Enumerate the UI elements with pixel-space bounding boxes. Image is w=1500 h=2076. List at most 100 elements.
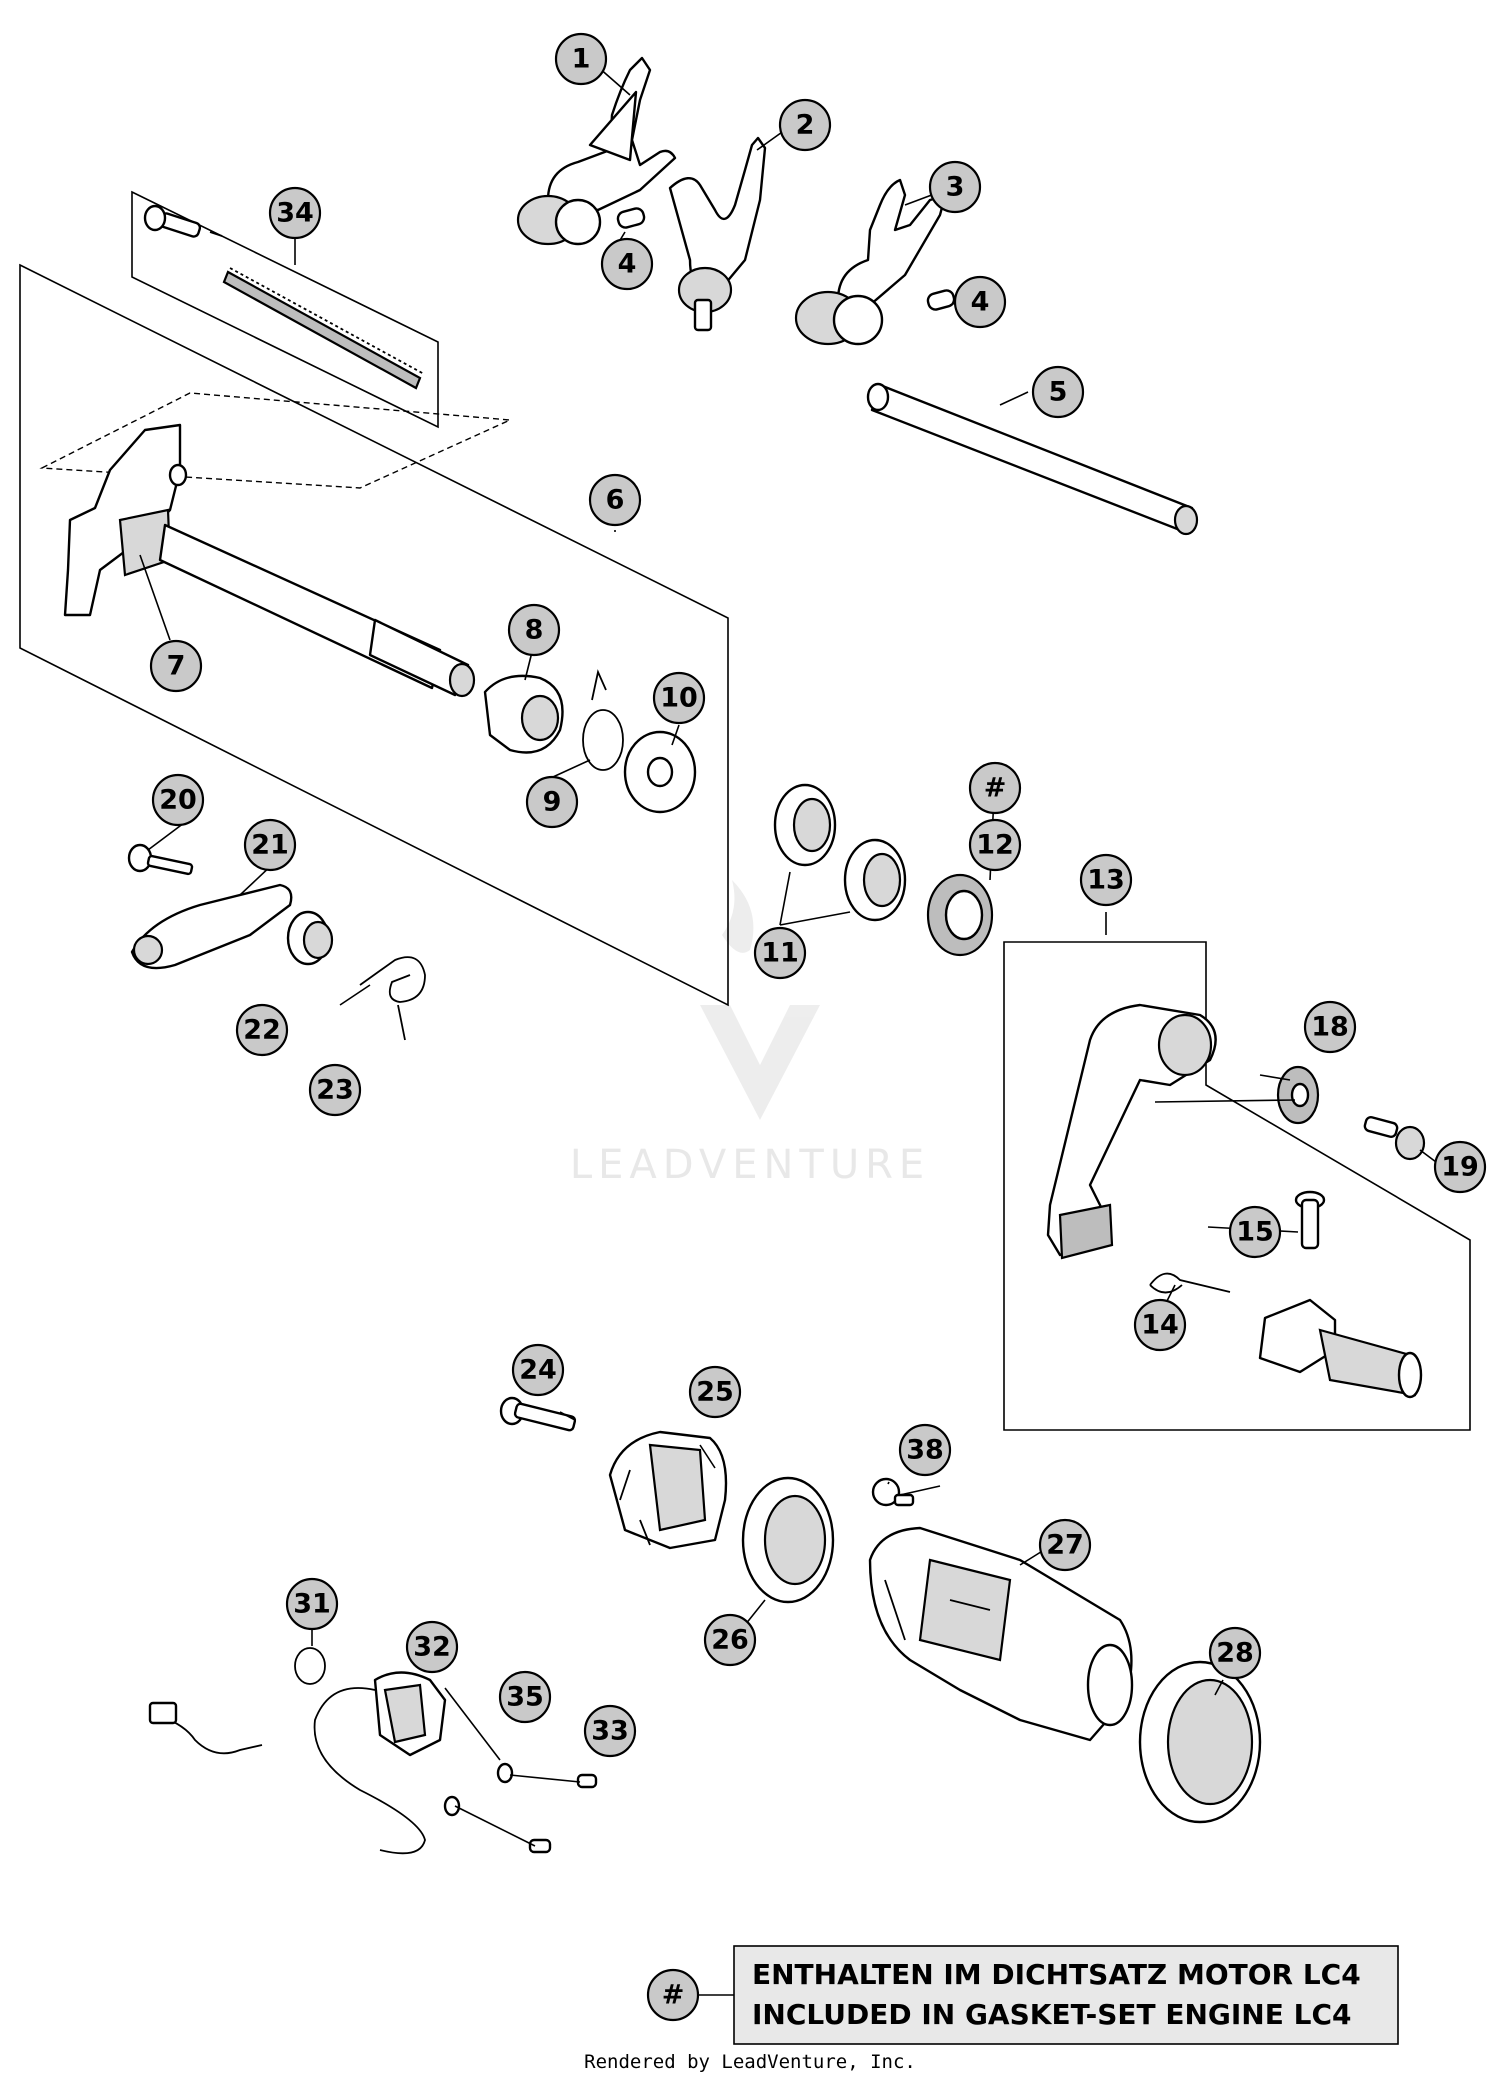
svg-text:19: 19 [1441,1152,1479,1183]
svg-text:34: 34 [276,198,314,229]
callout-24: 24 [511,1343,565,1397]
callout-1: 1 [554,32,608,86]
callout-4b: 4 [953,275,1007,329]
note-box [733,1945,1399,2045]
shift-fork-1 [516,56,677,246]
lock-washer-18 [1276,1065,1320,1125]
shift-lever-group-frame [1003,941,1471,1431]
callout-2: 2 [778,98,832,152]
svg-text:12: 12 [976,830,1014,861]
washer-35 [443,1762,514,1817]
svg-text:4: 4 [971,287,990,318]
callout-14: 14 [1133,1298,1187,1352]
svg-text:1: 1 [572,44,591,75]
note-line-german: ENTHALTEN IM DICHTSATZ MOTOR LC4 [752,1958,1361,1991]
shift-drum-locating-25 [608,1430,728,1550]
callout-31: 31 [285,1577,339,1631]
svg-text:14: 14 [1141,1310,1179,1341]
svg-text:4: 4 [618,249,637,280]
shaft-dashed-frame [39,392,513,489]
svg-text:9: 9 [543,787,562,818]
svg-text:26: 26 [711,1625,749,1656]
screw-33 [528,1773,598,1854]
svg-text:32: 32 [413,1632,451,1663]
shift-shaft-6 [63,423,476,698]
svg-text:38: 38 [906,1435,944,1466]
callout-23: 23 [308,1063,362,1117]
pin-4b [926,289,956,311]
seal-12 [926,873,994,957]
shift-shaft-group-frame [19,263,729,1007]
svg-text:21: 21 [251,830,289,861]
callout-12: 12 [968,818,1022,872]
callout-6: 6 [588,473,642,527]
pedal-tip [1258,1298,1423,1399]
pin-15 [1294,1190,1326,1250]
washer-10 [623,730,697,814]
svg-text:13: 13 [1087,865,1125,896]
callout-34: 34 [268,186,322,240]
leadventure-watermark: LEADVENTURE [570,880,930,1188]
callout-35: 35 [498,1670,552,1724]
sleeve-8 [483,674,564,754]
svg-text:8: 8 [525,615,544,646]
svg-text:2: 2 [796,110,815,141]
watermark-text: LEADVENTURE [570,1142,930,1188]
callout-21: 21 [243,818,297,872]
callout-11: 11 [753,926,807,980]
svg-text:25: 25 [696,1377,734,1408]
svg-text:15: 15 [1236,1217,1274,1248]
callout-32: 32 [405,1620,459,1674]
shift-fork-3 [794,178,947,346]
bearing-26 [741,1476,835,1604]
bearing-ring-28 [1138,1660,1262,1824]
callout-13: 13 [1079,853,1133,907]
callout-33: 33 [583,1704,637,1758]
svg-text:3: 3 [946,172,965,203]
svg-text:24: 24 [519,1355,557,1386]
callout-10: 10 [652,671,706,725]
pin-4a [616,207,646,229]
callout-20: 20 [151,773,205,827]
svg-text:31: 31 [293,1589,331,1620]
callout-22: 22 [235,1003,289,1057]
shift-fork-2 [668,136,767,332]
bearing-11 [773,783,907,922]
shift-lever-13 [1046,1003,1217,1260]
spring-kit-frame [131,190,439,429]
bolt-24 [499,1396,577,1432]
bolt-19 [1363,1116,1426,1161]
callout-15: 15 [1228,1205,1282,1259]
svg-text:33: 33 [591,1716,629,1747]
callout-25: 25 [688,1365,742,1419]
screw-38 [871,1477,915,1507]
svg-text:20: 20 [159,785,197,816]
svg-text:35: 35 [506,1682,544,1713]
svg-text:10: 10 [660,683,698,714]
callout-26: 26 [703,1613,757,1667]
o-ring-31 [294,1647,326,1685]
note-line-english: INCLUDED IN GASKET-SET ENGINE LC4 [752,1998,1351,2031]
callout-3: 3 [928,160,982,214]
group-frames [19,190,1471,1431]
callout-8: 8 [507,603,561,657]
callout-28: 28 [1208,1626,1262,1680]
gasket-set-note: # ENTHALTEN IM DICHTSATZ MOTOR LC4 INCLU… [646,1945,1399,2045]
svg-text:#: # [984,773,1007,804]
callout-18: 18 [1303,1000,1357,1054]
svg-text:7: 7 [167,651,186,682]
svg-text:#: # [662,1980,685,2011]
callout-19: 19 [1433,1140,1487,1194]
gear-sensor-32 [148,1671,447,1855]
footer-credit: Rendered by LeadVenture, Inc. [584,2051,916,2073]
shift-drum-27 [868,1526,1134,1742]
leader-lines [139,59,1441,1847]
svg-text:22: 22 [243,1015,281,1046]
callout-9: 9 [525,775,579,829]
roller-22 [286,910,334,966]
spring-9 [582,669,624,771]
svg-text:27: 27 [1046,1530,1084,1561]
svg-text:18: 18 [1311,1012,1349,1043]
lever-21 [130,883,293,970]
